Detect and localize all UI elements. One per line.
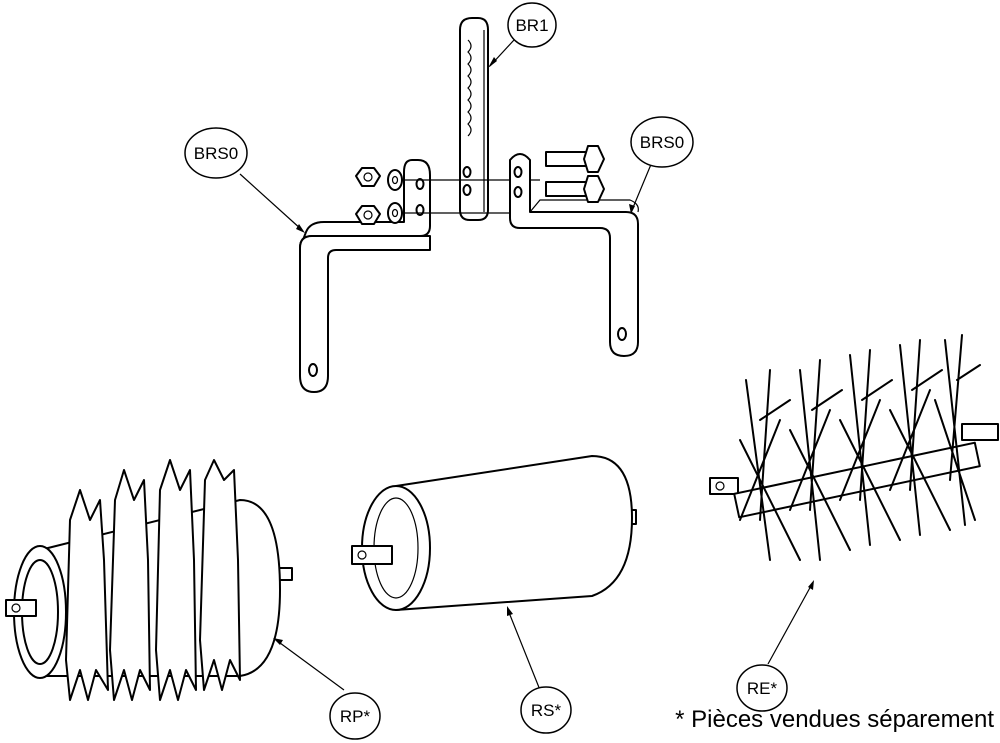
callout-re-label: RE* — [747, 679, 778, 698]
rp-rotor-part — [5, 459, 293, 701]
brs0-right-bracket-part — [509, 153, 639, 357]
callout-br1: BR1 — [507, 2, 557, 48]
brs0-left-bracket-part — [299, 159, 431, 393]
callout-rp-label: RP* — [340, 707, 371, 726]
callout-rp: RP* — [329, 692, 381, 740]
callout-re: RE* — [736, 664, 788, 712]
bolts-part — [545, 145, 605, 203]
callout-brs0-left-label: BRS0 — [194, 144, 238, 163]
footnote-text: * Pièces vendues séparement — [675, 706, 994, 733]
rs-roller-part — [351, 455, 637, 611]
re-rotor-part — [709, 334, 999, 561]
callout-brs0-left: BRS0 — [184, 127, 248, 179]
callout-br1-label: BR1 — [515, 16, 548, 35]
leader-lines — [239, 39, 814, 691]
callout-brs0-right: BRS0 — [630, 116, 694, 168]
callout-rs-label: RS* — [531, 701, 562, 720]
br1-bar-part — [459, 17, 489, 221]
callout-brs0-right-label: BRS0 — [640, 133, 684, 152]
callout-rs: RS* — [520, 686, 572, 734]
